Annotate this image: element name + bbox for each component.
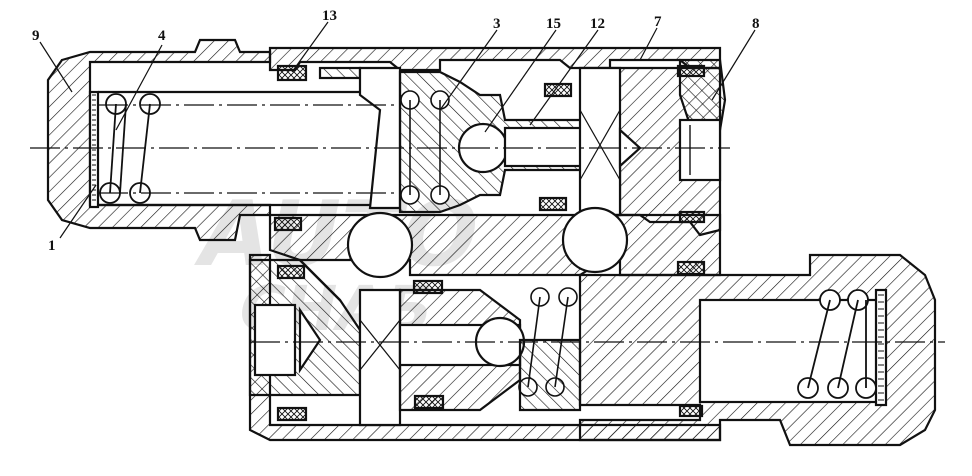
callout-7: 7: [654, 14, 662, 30]
callout-15: 15: [546, 16, 561, 32]
callout-12: 12: [590, 16, 605, 32]
middle-ball-left: [346, 211, 414, 279]
callout-labels: 9 4 13 3 15 12 7 8 1: [32, 8, 760, 254]
lower-spring-plate: [874, 288, 888, 407]
upper-seal-13: [276, 64, 308, 82]
lower-spring: [797, 289, 877, 399]
callout-9: 9: [32, 28, 40, 44]
upper-body-top: [268, 46, 722, 72]
upper-plunger: [358, 66, 402, 210]
callout-13: 13: [322, 8, 337, 24]
lower-valve: [248, 253, 937, 447]
callout-3: 3: [493, 16, 501, 32]
callout-8: 8: [752, 16, 760, 32]
leader-lines: [39, 21, 756, 239]
middle-partition: [268, 206, 722, 295]
callout-1: 1: [48, 238, 56, 254]
upper-small-spring: [400, 90, 450, 205]
center-lines: [30, 104, 945, 343]
upper-valve: [46, 38, 727, 242]
upper-seal-7: [676, 64, 706, 78]
callout-4: 4: [158, 28, 166, 44]
upper-end-cap: [46, 38, 272, 242]
middle-ball-right: [561, 206, 629, 274]
